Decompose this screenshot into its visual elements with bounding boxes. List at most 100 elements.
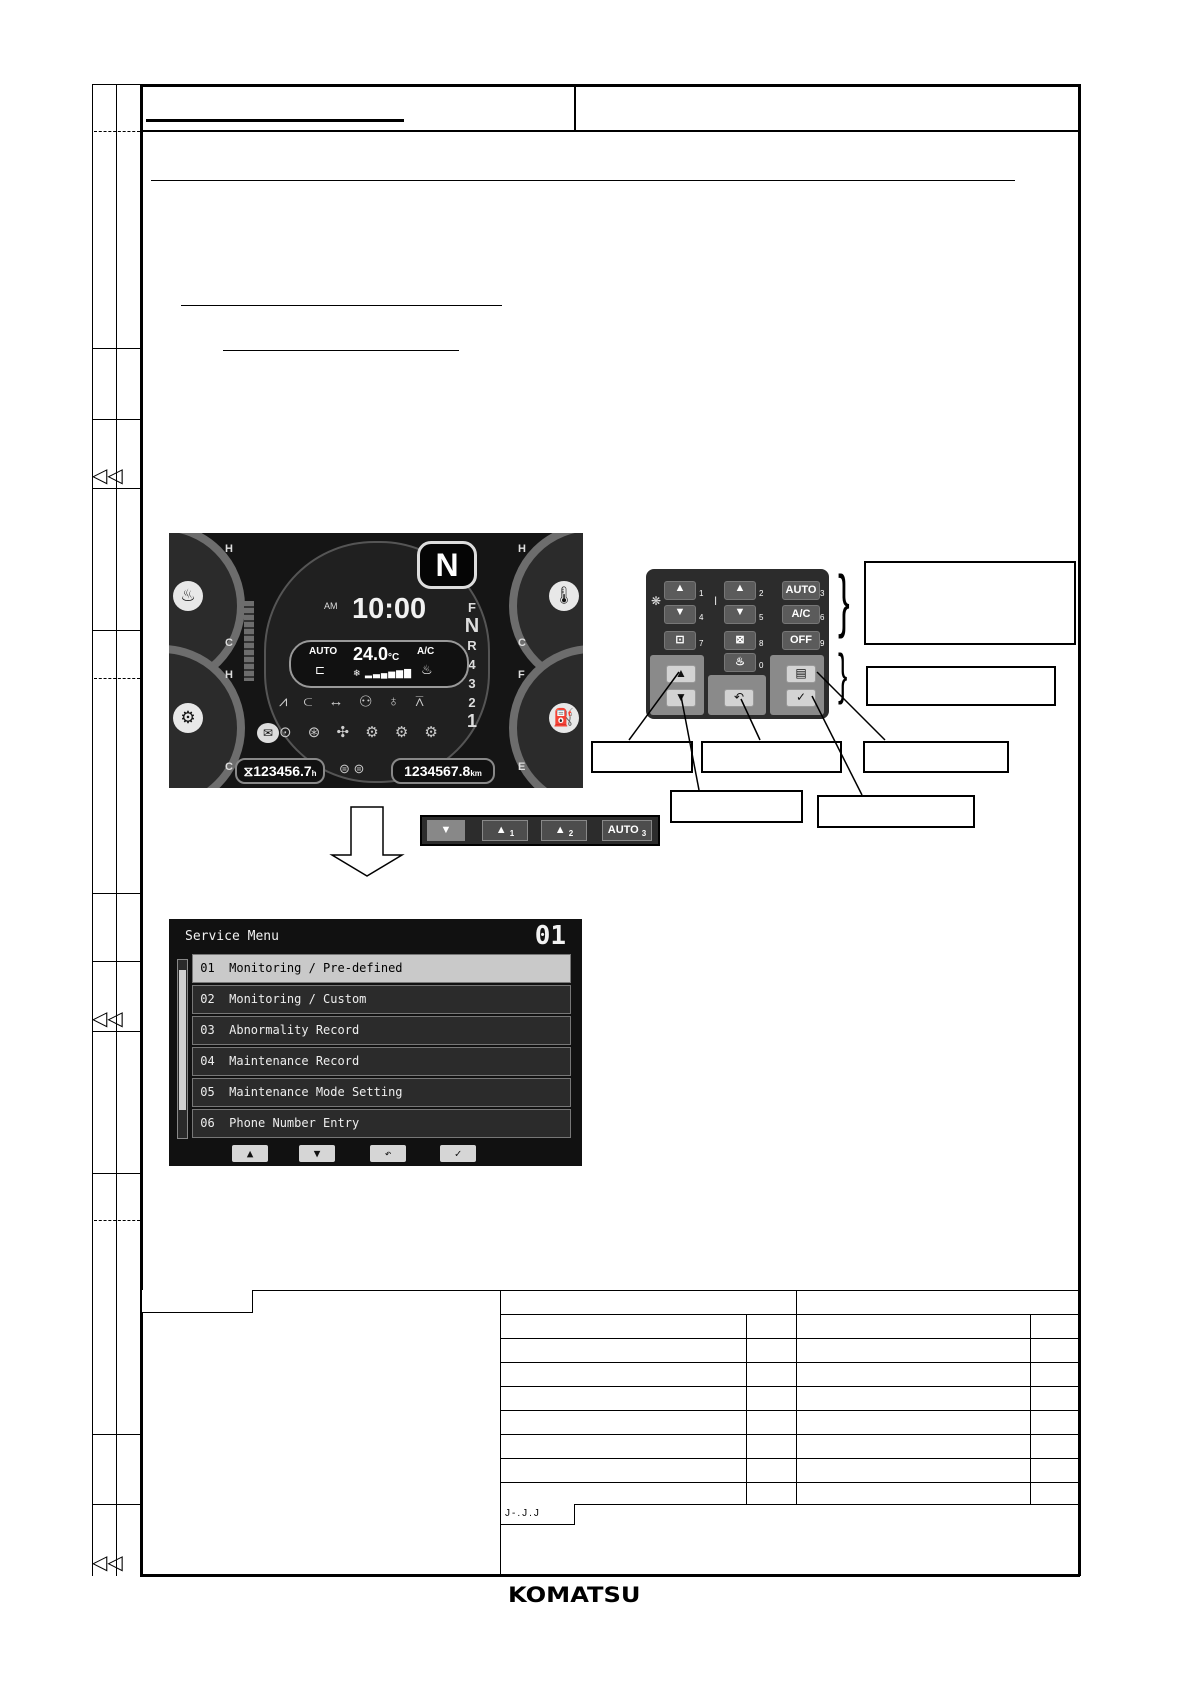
margin-rule-2 — [92, 419, 140, 420]
table-vline-1 — [500, 1290, 501, 1576]
table-row-line — [500, 1386, 1080, 1387]
gear-position-list: F N R 4 3 2 1 — [461, 598, 483, 731]
hour-meter-unit: h — [311, 769, 317, 778]
fan-up-key[interactable]: ▲ — [664, 581, 696, 600]
gauge-lb-high: H — [225, 669, 233, 681]
key-num: 4 — [699, 613, 704, 622]
margin-dash-3 — [94, 1220, 140, 1221]
oil-temp-icon: 🌡 — [549, 581, 579, 611]
service-menu-scrollbar[interactable] — [177, 959, 188, 1139]
fan-down-key[interactable]: ▼ — [664, 605, 696, 624]
table-top — [140, 1290, 1080, 1291]
menu-item[interactable]: 03 Abnormality Record — [192, 1016, 571, 1045]
key-num: 8 — [759, 639, 764, 648]
aircon-vent-icon: ⊏ — [315, 663, 326, 677]
menu-item[interactable]: 06 Phone Number Entry — [192, 1109, 571, 1138]
machine-monitor-screen: ♨ ⚙ 🌡 ⛽ H C H C H C F E AM 10:00 N F N R… — [169, 533, 583, 788]
return-key[interactable]: ↶ — [724, 689, 754, 707]
gauge-lt-low: C — [225, 637, 233, 649]
frame-right — [1078, 84, 1081, 1576]
service-menu-screen: Service Menu 01 01 Monitoring / Pre-defi… — [169, 919, 582, 1166]
header-split — [574, 84, 576, 130]
table-vline-4 — [1030, 1314, 1031, 1504]
vent-mode-key[interactable]: ⊡ — [664, 631, 696, 650]
menu-item[interactable]: 02 Monitoring / Custom — [192, 985, 571, 1014]
temp-up-key[interactable]: ▲ — [724, 581, 756, 600]
key-num: 1 — [699, 589, 704, 598]
menu-down-button[interactable]: ▼ — [299, 1145, 335, 1162]
revision-triangle-icon: ◁◁ — [92, 465, 123, 487]
margin-dash-2 — [94, 678, 140, 679]
leader-line — [628, 671, 680, 741]
revision-triangle-icon: ◁◁ — [92, 1008, 123, 1030]
indicator-icons-row-1: ⩘ ⊂ ↔ ⚇ ♁ ⊼ — [279, 693, 430, 710]
temp-down-key[interactable]: ▼ — [724, 605, 756, 624]
menu-item[interactable]: 04 Maintenance Record — [192, 1047, 571, 1076]
heading-underline-2 — [223, 350, 459, 351]
enter-key[interactable]: ✓ — [786, 689, 816, 707]
gear-pos: 1 — [466, 711, 477, 731]
gear-pos: F — [468, 600, 476, 615]
aircon-status-panel: AUTO ⊏ 24.0°C ❄ ▂▃▄▅▆▇ A/C ♨ — [289, 640, 469, 688]
frame-top — [140, 84, 1080, 87]
menu-key[interactable]: ▤ — [786, 665, 816, 683]
komatsu-logo: KOMATSU — [508, 1583, 641, 1607]
heading-underline-1 — [181, 305, 502, 306]
margin-line-2 — [116, 84, 117, 1576]
header-underline — [146, 119, 404, 122]
table-row-line — [500, 1434, 1080, 1435]
menu-up-button[interactable]: ▲ — [232, 1145, 268, 1162]
fan-level-bars-icon: ❄ ▂▃▄▅▆▇ — [353, 668, 413, 678]
brace-icon: } — [838, 561, 850, 639]
strip-key-1[interactable]: ▲ 1 — [482, 820, 528, 841]
table-row-line — [500, 1410, 1080, 1411]
leader-line — [811, 695, 863, 796]
ampm-label: AM — [324, 601, 338, 611]
label-box-menu-key — [863, 741, 1009, 773]
gear-pos: 2 — [468, 695, 476, 710]
table-row-line — [500, 1338, 1080, 1339]
key-num: 2 — [759, 589, 764, 598]
table-vline-2 — [796, 1290, 797, 1504]
scrollbar-thumb[interactable] — [179, 970, 186, 1110]
gear-pos: 3 — [468, 676, 476, 691]
key-num: 3 — [820, 589, 825, 598]
table-row-line — [500, 1504, 1080, 1505]
message-icon[interactable]: ✉ — [257, 723, 279, 743]
margin-rule-8 — [92, 1173, 140, 1174]
off-key[interactable]: OFF — [782, 631, 820, 650]
seatbelt-icon: ⊜ ⊜ — [339, 761, 365, 776]
label-box-nav-switches — [866, 666, 1056, 706]
temperature-value: 24.0 — [353, 644, 389, 664]
fuel-pump-icon: ⛽ — [549, 703, 579, 733]
label-box-down-key — [670, 790, 803, 823]
gauge-rb-low: E — [518, 761, 526, 773]
service-menu-page: 01 — [534, 921, 566, 951]
strip-key-2[interactable]: ▲ 2 — [541, 820, 587, 841]
indicator-icons-row-2: ⊙ ⊛ ✣ ⚙ ⚙ ⚙ — [279, 724, 444, 741]
frame-bottom — [140, 1574, 1080, 1577]
ac-key[interactable]: A/C — [782, 605, 820, 624]
airflow-icon: ♨ — [421, 662, 433, 677]
key-sequence-strip: ▼ ▲ 1 ▲ 2 AUTO 3 — [420, 815, 660, 846]
margin-rule-3 — [92, 488, 140, 489]
defroster-key[interactable]: ♨ — [724, 653, 756, 672]
margin-rule-7 — [92, 1031, 140, 1032]
recirculation-key[interactable]: ⊠ — [724, 631, 756, 650]
strip-key-3[interactable]: AUTO 3 — [602, 820, 652, 841]
clock-display: 10:00 — [352, 593, 427, 625]
key-num: 0 — [759, 661, 764, 670]
leader-line — [680, 695, 700, 791]
leader-line — [816, 671, 886, 741]
menu-item[interactable]: 01 Monitoring / Pre-defined — [192, 954, 571, 983]
service-menu-title: Service Menu — [185, 929, 279, 944]
temperature-unit: °C — [388, 652, 400, 663]
strip-key-down[interactable]: ▼ — [427, 820, 465, 841]
menu-item[interactable]: 05 Maintenance Mode Setting — [192, 1078, 571, 1107]
auto-key[interactable]: AUTO — [782, 581, 820, 600]
menu-enter-button[interactable]: ✓ — [440, 1145, 476, 1162]
title-rule — [151, 180, 1015, 181]
gauge-rb-high: F — [518, 669, 525, 681]
menu-return-button[interactable]: ↶ — [370, 1145, 406, 1162]
